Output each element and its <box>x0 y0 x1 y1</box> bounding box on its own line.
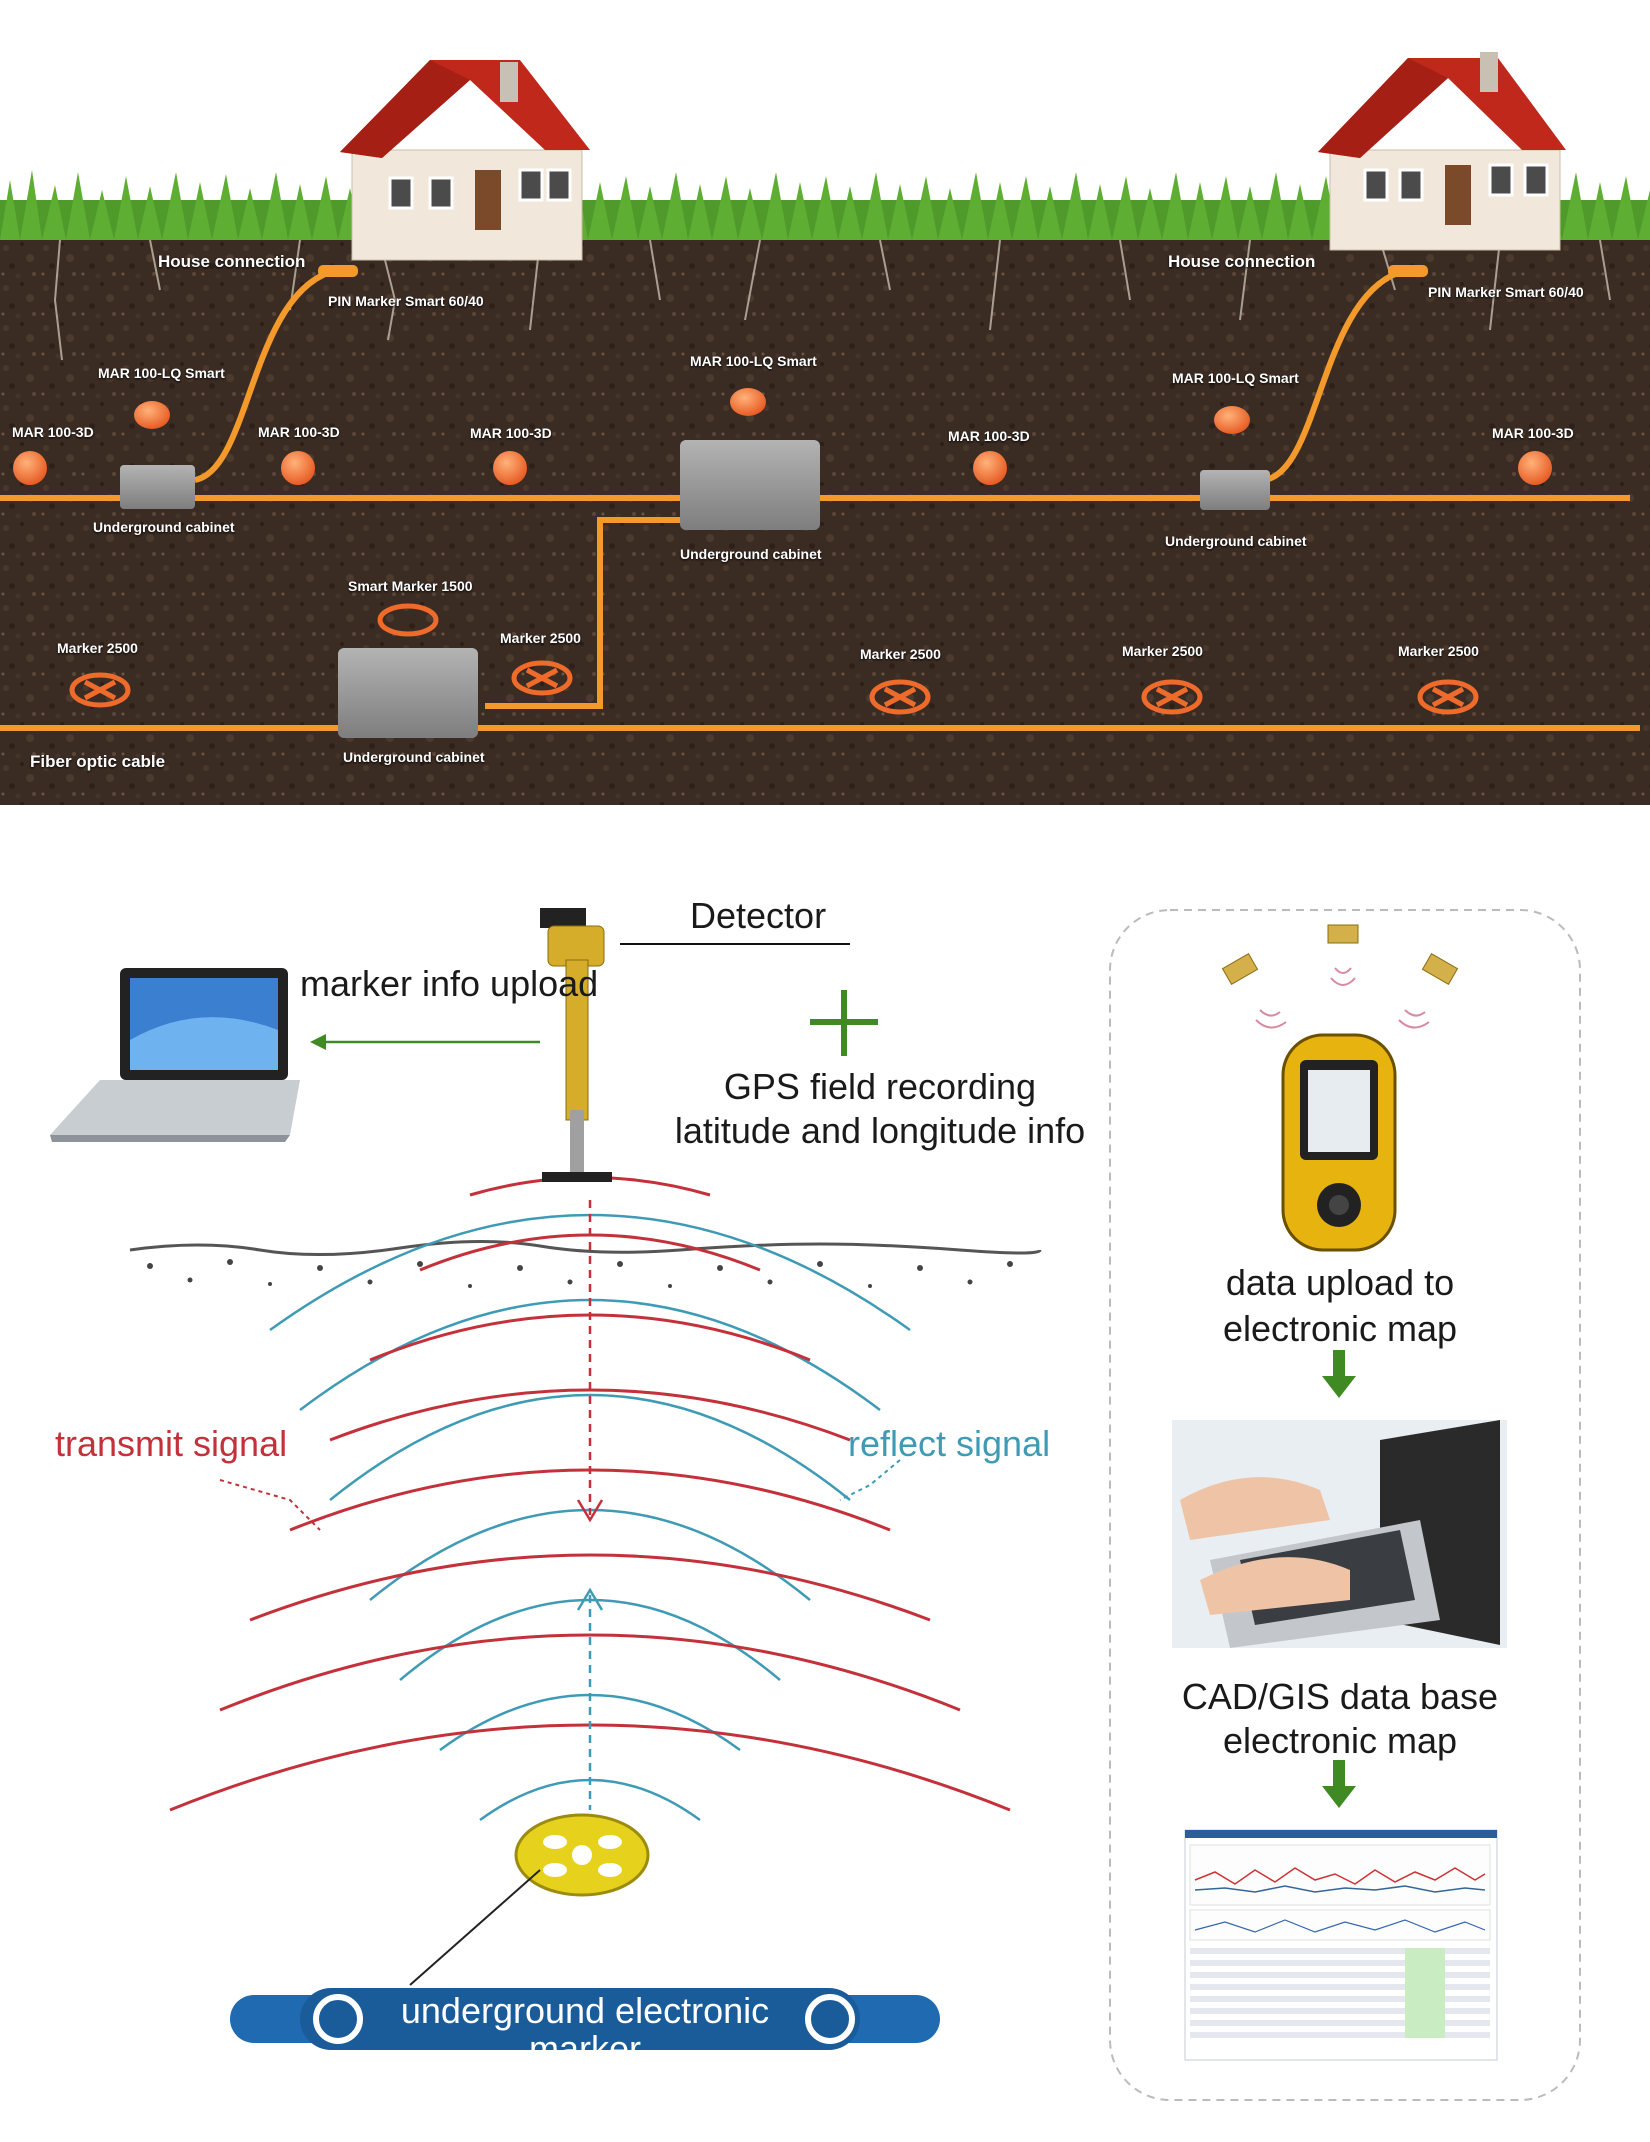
house-right <box>1318 52 1566 251</box>
underground-pipe <box>230 1988 940 2050</box>
laptop-icon <box>50 968 300 1142</box>
detection-diagram <box>50 908 1581 2101</box>
pin-marker-right <box>1388 265 1428 277</box>
label-house-connection-left: House connection <box>158 252 306 271</box>
label-reflect-signal: reflect signal <box>848 1423 1051 1464</box>
disc-markers <box>69 603 1479 715</box>
gis-map-screenshot <box>1184 1829 1498 2061</box>
label-marker2500-3: Marker 2500 <box>860 646 941 662</box>
label-mar3d-5: MAR 100-3D <box>1492 425 1574 441</box>
cabinets <box>120 440 1270 738</box>
laptop-typing-photo <box>1172 1420 1507 1648</box>
label-marker2500-5: Marker 2500 <box>1398 643 1479 659</box>
ground-surface <box>129 1239 1042 1288</box>
label-mar3d-2: MAR 100-3D <box>258 424 340 440</box>
label-cabinet-center: Underground cabinet <box>680 546 822 562</box>
label-cabinet-right: Underground cabinet <box>1165 533 1307 549</box>
workflow-panel <box>1109 909 1581 2101</box>
label-transmit-signal: transmit signal <box>55 1423 288 1464</box>
label-gps-line1: GPS field recording <box>723 1066 1037 1107</box>
cabinet-right <box>1200 470 1270 510</box>
label-detector: Detector <box>690 895 827 936</box>
workflow-arrows <box>1322 1350 1356 1808</box>
label-fiber-optic-cable: Fiber optic cable <box>30 752 166 771</box>
label-mar3d-4: MAR 100-3D <box>948 428 1030 444</box>
soil <box>0 235 1650 805</box>
label-smart-marker-1500: Smart Marker 1500 <box>348 578 473 594</box>
label-house-connection-right: House connection <box>1168 252 1316 271</box>
label-cad-gis-line1: CAD/GIS data base <box>1181 1676 1499 1717</box>
label-mar3d-3: MAR 100-3D <box>470 425 552 441</box>
cabinet-left <box>120 465 195 509</box>
label-marker2500-4: Marker 2500 <box>1122 643 1203 659</box>
signal-waves <box>1255 967 1430 1029</box>
label-underground-marker-line2: marker <box>528 2028 641 2069</box>
gps-handheld-icon <box>1281 1033 1397 1252</box>
cross-section-illustration <box>0 0 1650 805</box>
label-cad-gis-line2: electronic map <box>1222 1720 1458 1761</box>
label-mar-lq-left: MAR 100-LQ Smart <box>98 365 225 381</box>
cabinet-bottom <box>338 648 478 738</box>
label-mar-lq-right: MAR 100-LQ Smart <box>1172 370 1299 386</box>
label-gps-line2: latitude and longitude info <box>674 1110 1086 1151</box>
label-marker2500-1: Marker 2500 <box>57 640 138 656</box>
label-mar3d-1: MAR 100-3D <box>12 424 94 440</box>
house-left <box>340 60 590 261</box>
plus-icon <box>810 990 878 1056</box>
label-cabinet-bottom: Underground cabinet <box>343 749 485 765</box>
label-data-upload-line1: data upload to <box>1225 1262 1455 1303</box>
cabinet-center <box>680 440 820 530</box>
detector-device <box>540 908 612 1182</box>
label-data-upload-line2: electronic map <box>1222 1308 1458 1349</box>
label-cabinet-left: Underground cabinet <box>93 519 235 535</box>
pin-marker-left <box>318 265 358 277</box>
label-pin-marker-left: PIN Marker Smart 60/40 <box>328 293 484 309</box>
transmit-leader <box>219 1479 321 1531</box>
electronic-marker-disc <box>514 1813 650 1897</box>
label-mar-lq-center: MAR 100-LQ Smart <box>690 353 817 369</box>
marker-leader <box>409 1869 541 1986</box>
label-marker-info-upload: marker info upload <box>300 963 599 1004</box>
ball-markers <box>13 388 1552 485</box>
label-pin-marker-right: PIN Marker Smart 60/40 <box>1428 284 1584 300</box>
label-marker2500-2: Marker 2500 <box>500 630 581 646</box>
utility-marker-cross-section: House connection PIN Marker Smart 60/40 … <box>0 0 1650 805</box>
label-underground-marker-line1: underground electronic <box>400 1990 770 2031</box>
reflect-leader <box>839 1459 901 1501</box>
satellite-icon <box>1221 924 1459 985</box>
